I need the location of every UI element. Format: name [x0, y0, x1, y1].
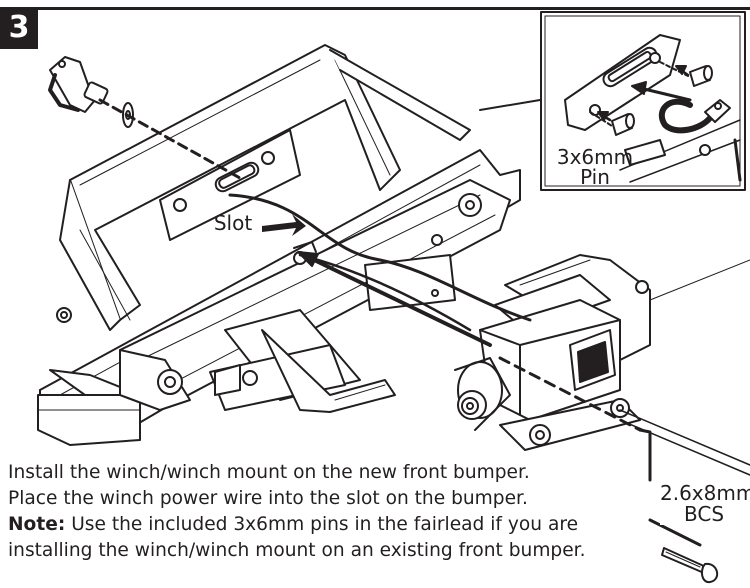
screw-size-label: 2.6x8mm: [660, 481, 750, 505]
pin-size-label: 3x6mm: [556, 145, 634, 169]
instruction-line-2: Place the winch power wire into the slot…: [8, 488, 528, 509]
screw-type-label: BCS: [660, 503, 748, 525]
instruction-line-4: installing the winch/winch mount on an e…: [8, 540, 586, 561]
winch-power-wire: [228, 193, 532, 322]
pin-word-label: Pin: [580, 165, 610, 189]
instruction-line-3: Note: Use the included 3x6mm pins in the…: [8, 512, 648, 538]
step-number-badge: 3: [0, 7, 38, 49]
note-label: Note:: [8, 514, 66, 535]
instruction-line-1: Install the winch/winch mount on the new…: [8, 462, 530, 483]
note-text: Use the included 3x6mm pins in the fairl…: [65, 514, 579, 535]
bcs-screw: [661, 547, 719, 584]
instruction-text: Install the winch/winch mount on the new…: [8, 460, 648, 564]
winch-assembly: [454, 254, 750, 476]
slot-callout: Slot: [213, 211, 253, 235]
header-rule: [36, 7, 750, 10]
fairlead-pin-inset: [540, 11, 746, 191]
winch-hook: [48, 56, 109, 113]
